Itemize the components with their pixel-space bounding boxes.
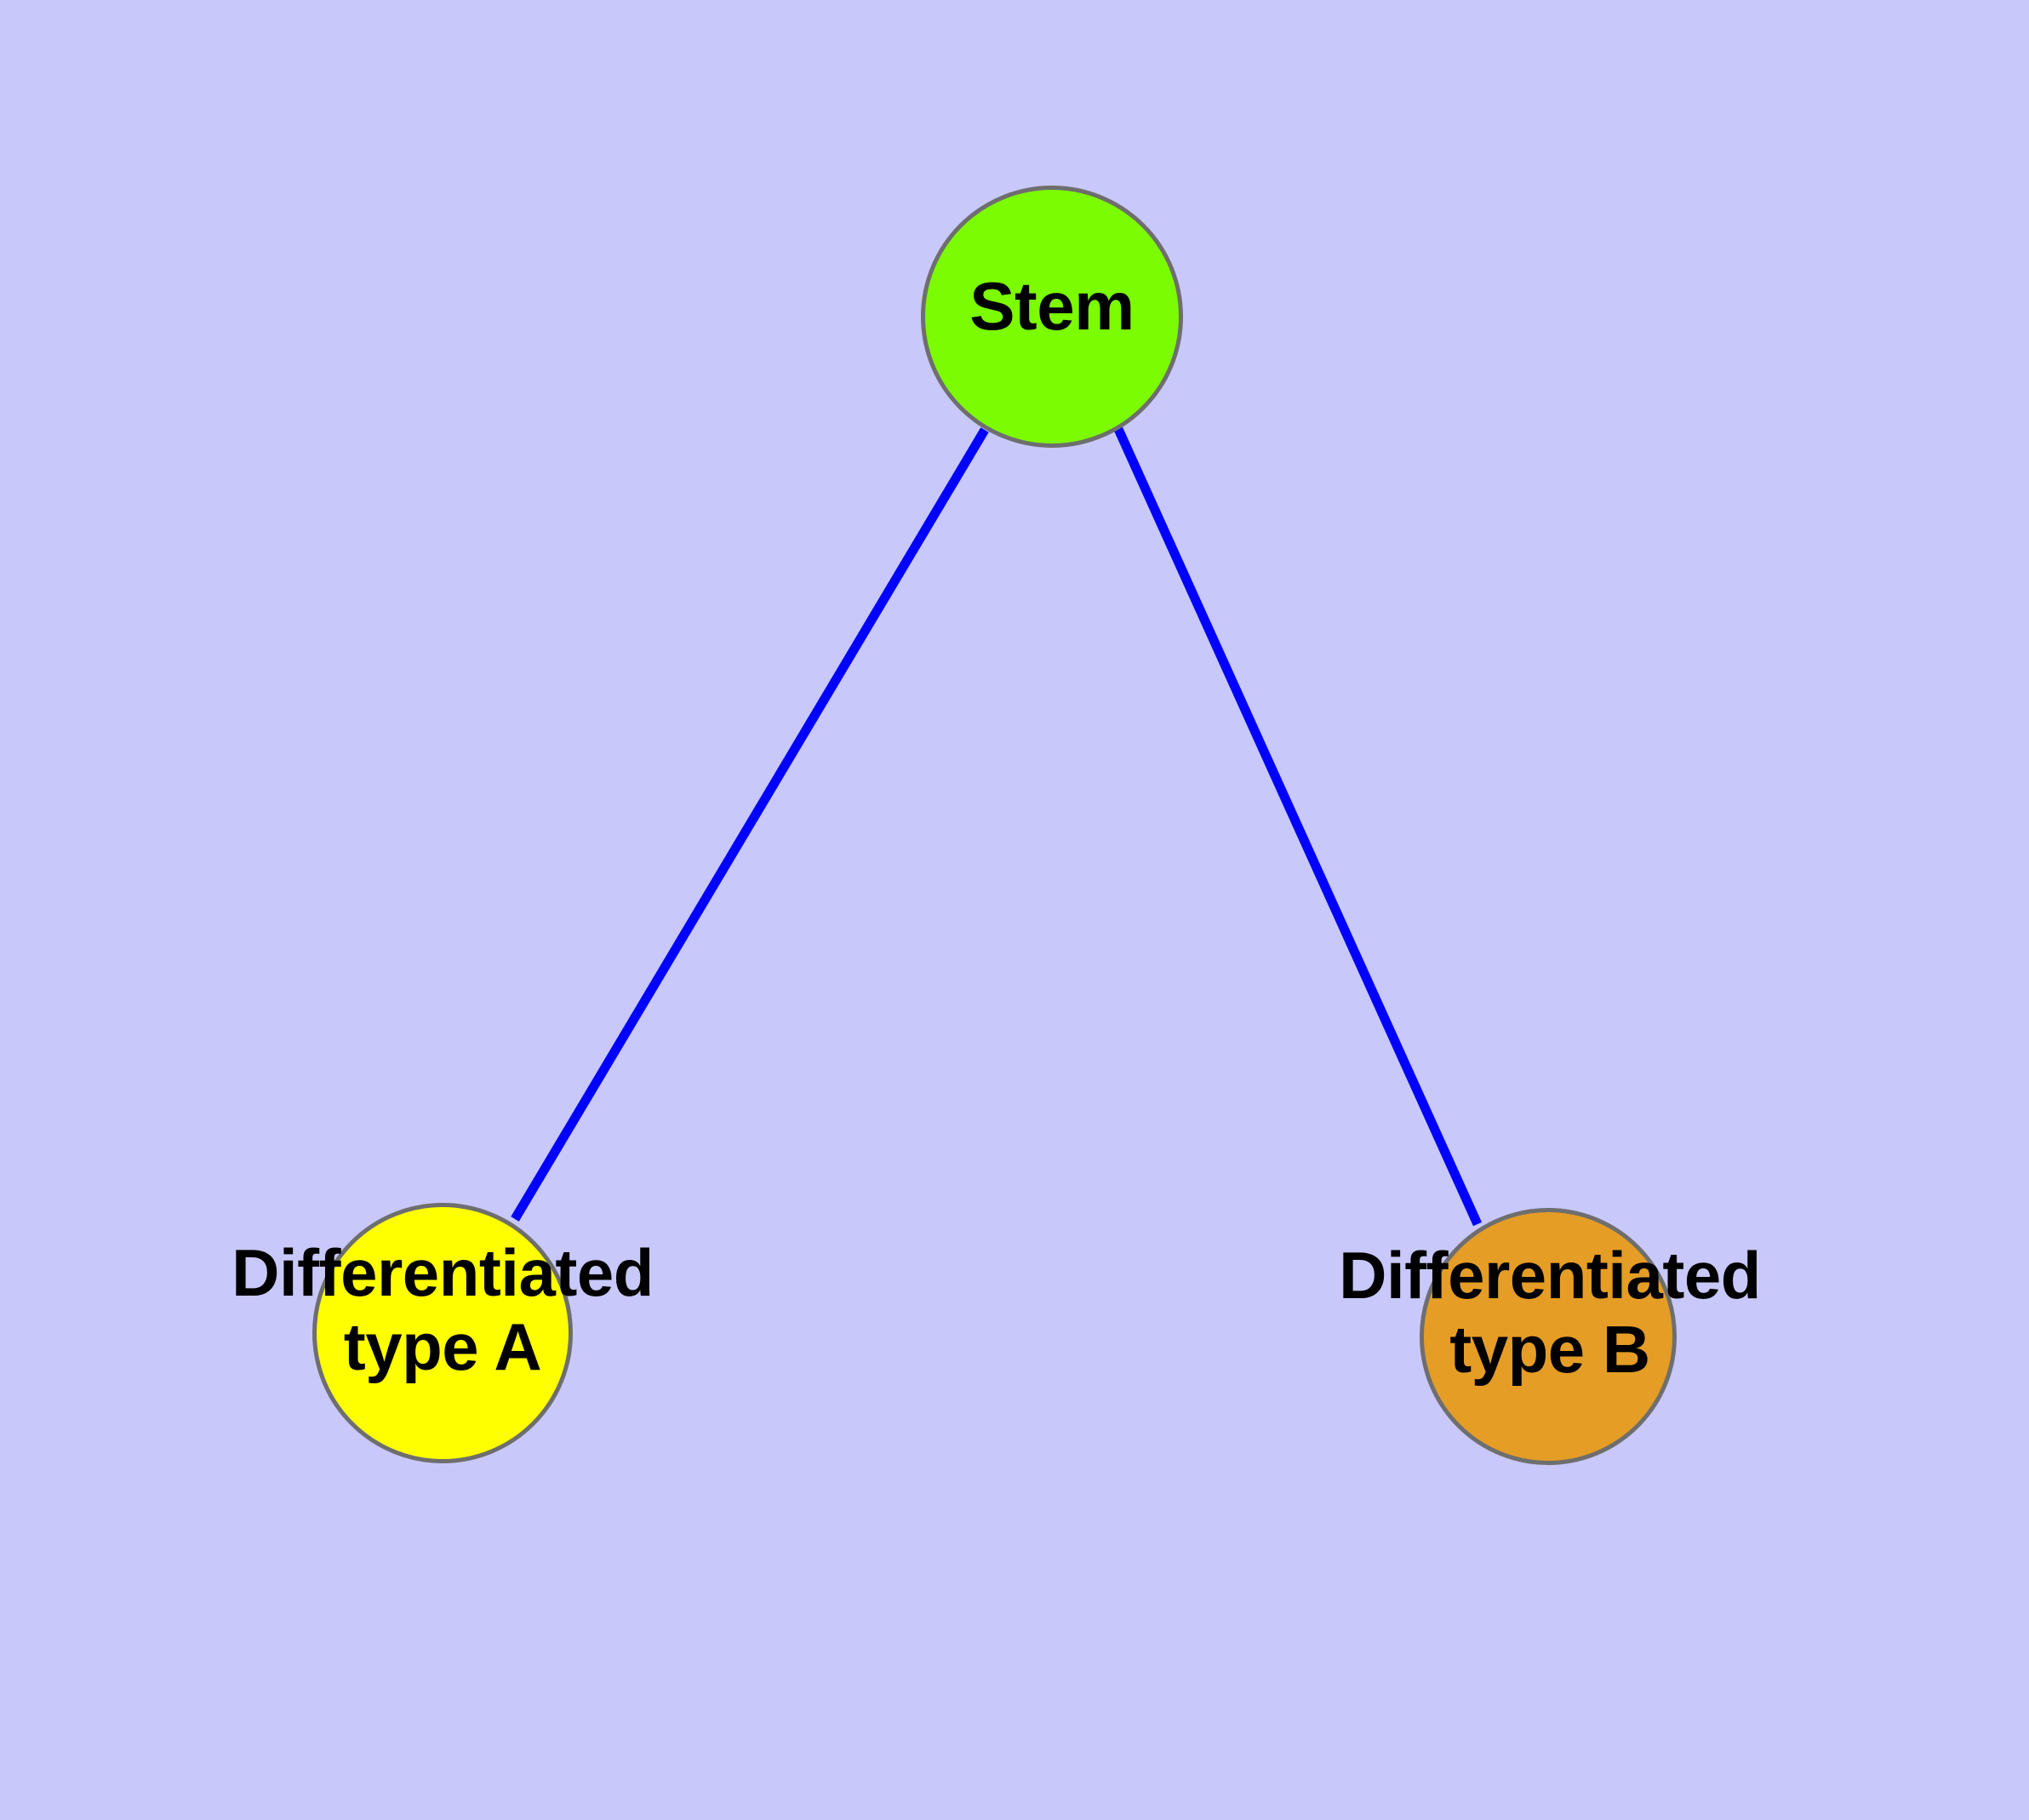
edge-stem-to-type-b[interactable] (1113, 426, 1483, 1227)
node-label-differentiated-type-b: Differentiated type B (1339, 1238, 1761, 1388)
node-label-differentiated-type-a: Differentiated type A (231, 1235, 654, 1385)
node-differentiated-type-a[interactable] (312, 1203, 573, 1463)
edge-stem-to-type-a[interactable] (511, 427, 989, 1222)
node-stem[interactable] (921, 186, 1183, 448)
node-label-stem: Stem (969, 268, 1135, 344)
node-differentiated-type-b[interactable] (1420, 1208, 1677, 1465)
